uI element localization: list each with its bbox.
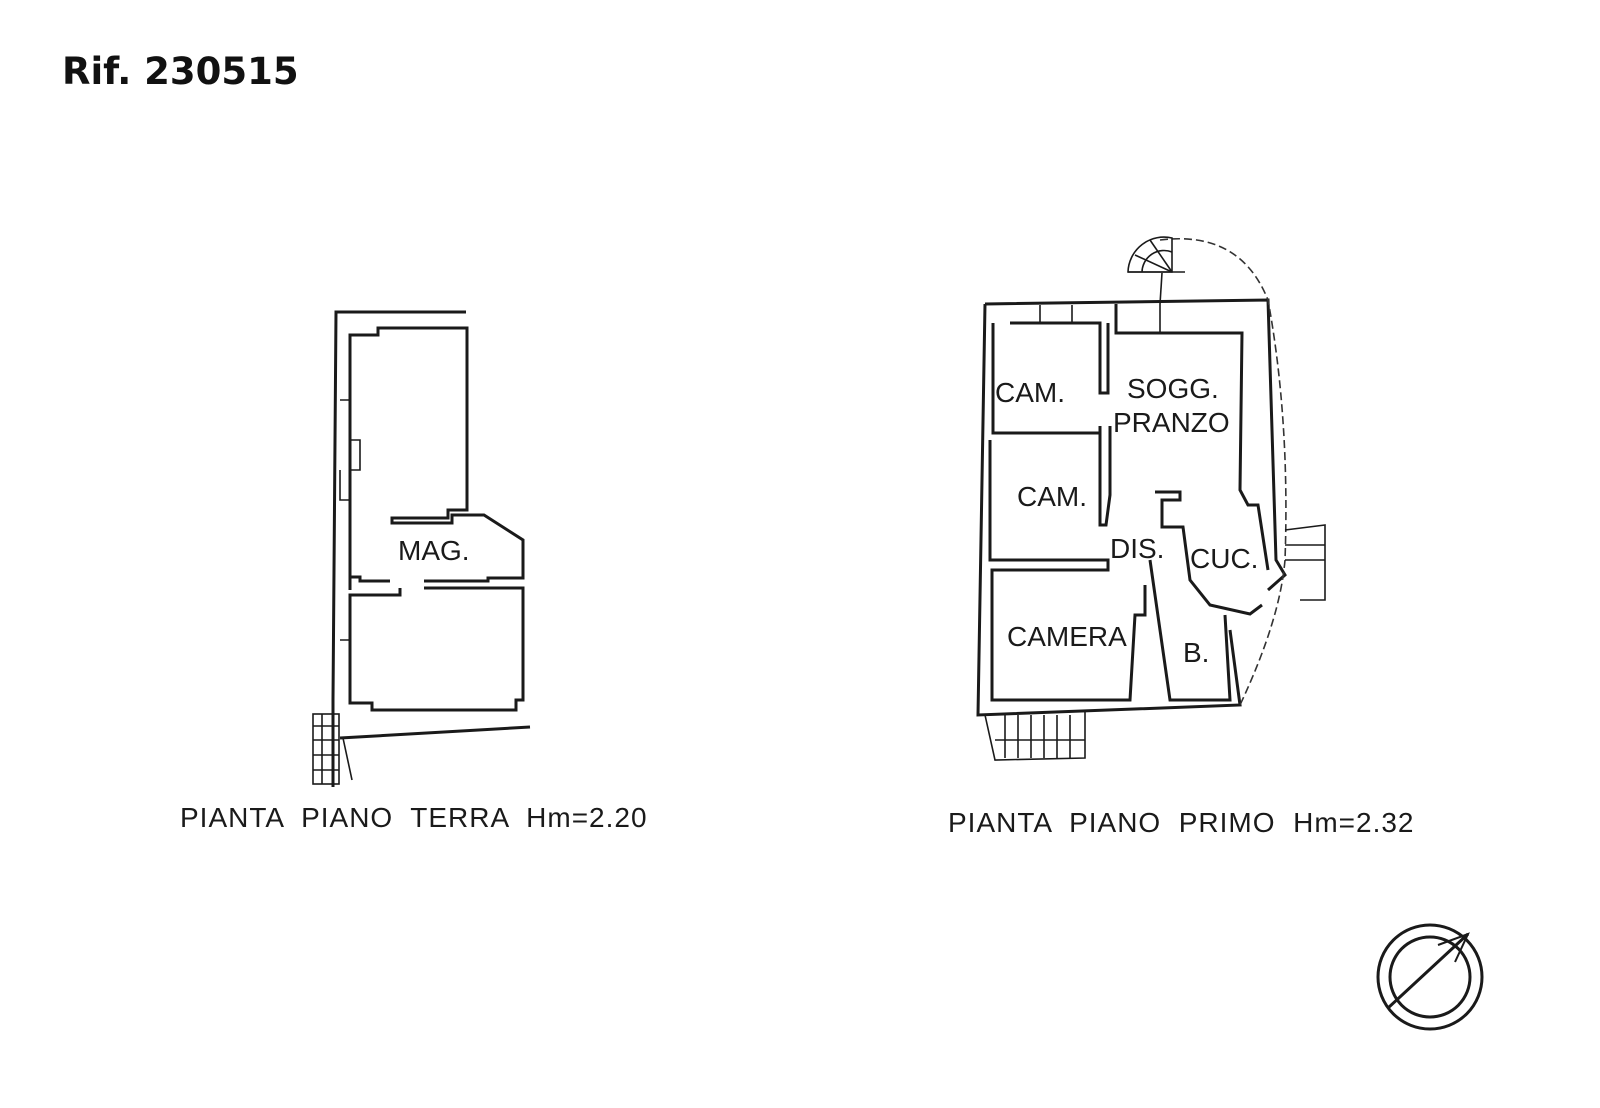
stairs-icon (984, 524, 1326, 761)
reference-title: Rif. 230515 (62, 50, 299, 93)
ground-floor-plan: MAG. PIANTA PIANO TERRA Hm=2.20 (180, 310, 648, 833)
room-label-pranzo: PRANZO (1113, 407, 1230, 438)
room-label-bagno: B. (1183, 637, 1209, 668)
spiral-stairs-icon (1127, 236, 1185, 273)
first-floor-plan: CAM. SOGG. PRANZO CAM. DIS. CUC. CAMERA … (948, 236, 1415, 838)
stairs-icon (312, 713, 353, 785)
compass-north-icon (1376, 923, 1484, 1031)
room-label-dis: DIS. (1110, 533, 1164, 564)
room-label-cuc: CUC. (1190, 543, 1258, 574)
room-label-cam-1: CAM. (995, 377, 1065, 408)
room-label-sogg: SOGG. (1127, 373, 1219, 404)
room-label-mag: MAG. (398, 535, 470, 566)
room-label-camera: CAMERA (1007, 621, 1127, 652)
room-label-cam-2: CAM. (1017, 481, 1087, 512)
ground-floor-caption: PIANTA PIANO TERRA Hm=2.20 (180, 802, 648, 833)
first-floor-caption: PIANTA PIANO PRIMO Hm=2.32 (948, 807, 1415, 838)
